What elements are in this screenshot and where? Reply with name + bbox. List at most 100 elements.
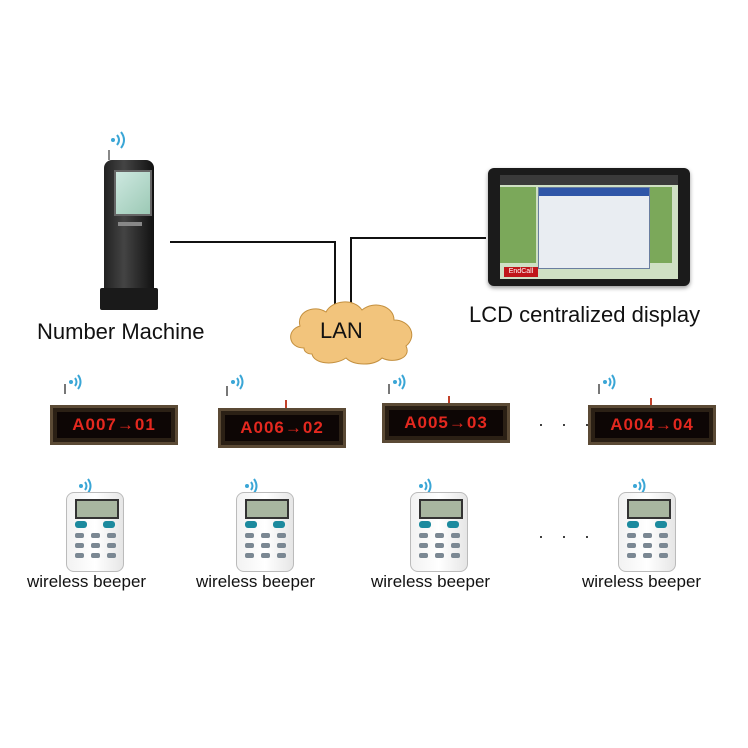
beeper-key [451, 543, 460, 548]
display-antenna [226, 386, 228, 396]
wifi-signal-icon [231, 374, 244, 390]
wifi-signal-icon [603, 374, 616, 390]
kiosk-ticket-slot [118, 222, 142, 226]
display-antenna-red [650, 398, 652, 406]
beeper-key [435, 553, 444, 558]
beeper-key [451, 553, 460, 558]
calling-display-panel: A004→04 [588, 405, 716, 445]
beeper-button [655, 521, 667, 528]
display-call-text: A005→03 [404, 413, 488, 432]
beeper-key [451, 533, 460, 538]
wifi-signal-icon [69, 374, 82, 390]
beeper-key [659, 543, 668, 548]
beeper-key [277, 553, 286, 558]
number-machine-label: Number Machine [37, 319, 205, 344]
lcd-line-panel [500, 187, 536, 263]
beeper-key [261, 533, 270, 538]
beeper-key [419, 533, 428, 538]
display-antenna-red [285, 400, 287, 408]
display-antenna [64, 384, 66, 394]
beeper-key [277, 543, 286, 548]
beeper-device [66, 492, 124, 572]
beeper-label: wireless beeper [371, 572, 491, 591]
beeper-key [245, 543, 254, 548]
lcd-end-call-button: EndCall [504, 267, 538, 277]
beeper-button [103, 521, 115, 528]
beepers-ellipsis: · · · [538, 526, 596, 546]
calling-display-panel: A005→03 [382, 403, 510, 443]
display-antenna [598, 384, 600, 394]
beeper-key [245, 553, 254, 558]
beeper-label: wireless beeper [27, 572, 147, 591]
display-antenna-red [448, 396, 450, 404]
display-antenna [388, 384, 390, 394]
beeper-device [618, 492, 676, 572]
beeper-key [643, 553, 652, 558]
wifi-signal-icon [79, 478, 92, 494]
beeper-device [410, 492, 468, 572]
beeper-key [107, 543, 116, 548]
lcd-status-bar [500, 175, 678, 185]
wifi-signal-icon [633, 478, 646, 494]
wifi-signal-icon [245, 478, 258, 494]
beeper-key [107, 533, 116, 538]
beeper-key [75, 543, 84, 548]
beeper-button [273, 521, 285, 528]
beeper-key [245, 533, 254, 538]
beeper-key [419, 543, 428, 548]
beeper-screen [75, 499, 119, 519]
beeper-key [75, 553, 84, 558]
wifi-signal-icon [111, 131, 125, 149]
lcd-side-panel [650, 187, 672, 263]
kiosk-antenna [108, 150, 110, 160]
beeper-key [435, 533, 444, 538]
lan-label: LAN [320, 318, 363, 343]
lcd-display-label: LCD centralized display [469, 302, 701, 327]
beeper-key [91, 543, 100, 548]
beeper-key [277, 533, 286, 538]
wire-kiosk-vertical [334, 241, 336, 306]
beeper-label: wireless beeper [196, 572, 316, 591]
beeper-key [261, 553, 270, 558]
beeper-key [627, 543, 636, 548]
beeper-device [236, 492, 294, 572]
beeper-key [643, 543, 652, 548]
wire-kiosk-horizontal [170, 241, 336, 243]
beeper-key [75, 533, 84, 538]
beeper-key [419, 553, 428, 558]
lcd-dialog-header [539, 188, 649, 196]
beeper-button [447, 521, 459, 528]
calling-display-panel: A007→01 [50, 405, 178, 445]
beeper-screen [419, 499, 463, 519]
display-call-text: A007→01 [72, 415, 156, 434]
wifi-signal-icon [419, 478, 432, 494]
lcd-call-dialog [538, 187, 650, 269]
beeper-button [245, 521, 257, 528]
beeper-button [419, 521, 431, 528]
beeper-screen [245, 499, 289, 519]
kiosk-screen [114, 170, 152, 216]
beeper-key [91, 553, 100, 558]
beeper-button [627, 521, 639, 528]
beeper-key [107, 553, 116, 558]
lan-cloud [290, 301, 413, 365]
wire-lcd-vertical [350, 237, 352, 306]
display-call-text: A004→04 [610, 415, 694, 434]
lcd-screen: EndCall [500, 175, 678, 279]
displays-ellipsis: · · · [538, 414, 596, 434]
beeper-key [435, 543, 444, 548]
beeper-button [75, 521, 87, 528]
kiosk-base [100, 288, 158, 310]
beeper-key [627, 553, 636, 558]
beeper-key [659, 553, 668, 558]
wifi-signal-icon [393, 374, 406, 390]
beeper-screen [627, 499, 671, 519]
beeper-key [643, 533, 652, 538]
beeper-key [627, 533, 636, 538]
beeper-label: wireless beeper [582, 572, 702, 591]
display-call-text: A006→02 [240, 418, 324, 437]
beeper-key [261, 543, 270, 548]
beeper-key [91, 533, 100, 538]
calling-display-panel: A006→02 [218, 408, 346, 448]
wire-lcd-horizontal [350, 237, 486, 239]
